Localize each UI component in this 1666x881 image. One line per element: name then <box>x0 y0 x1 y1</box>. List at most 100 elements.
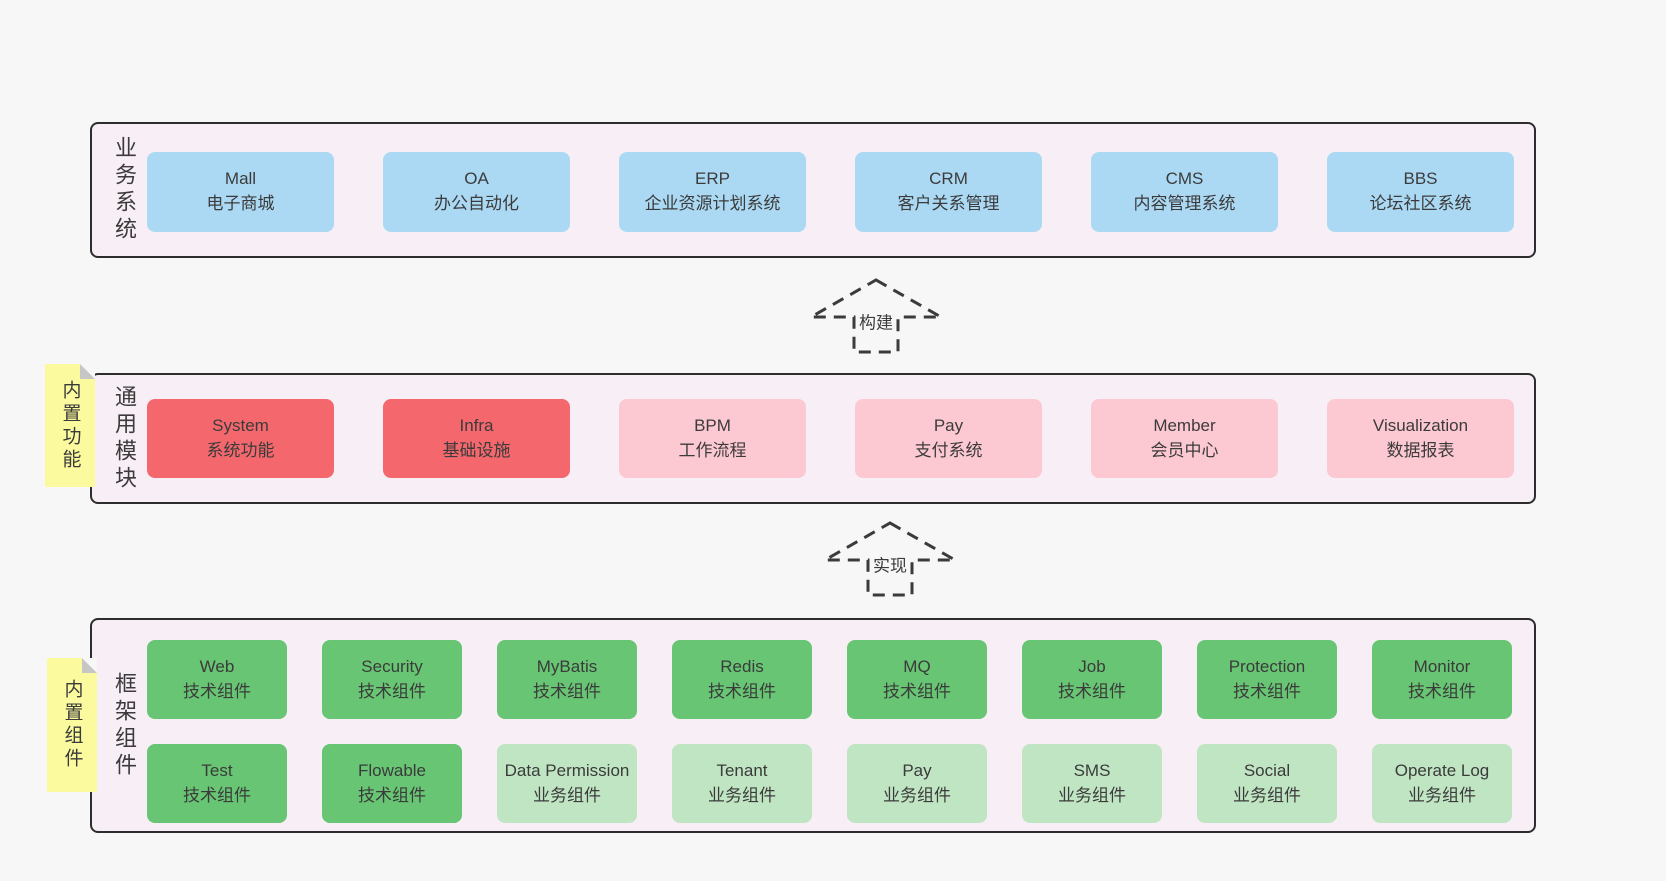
box-subtitle: 技术组件 <box>1408 681 1476 701</box>
box-title: Job <box>1078 656 1106 676</box>
box-title: Test <box>201 760 233 780</box>
box-subtitle: 业务组件 <box>533 785 601 805</box>
comp-social: Social 业务组件 <box>1197 744 1337 823</box>
box-title: CMS <box>1165 169 1204 189</box>
comp-operate-log: Operate Log 业务组件 <box>1372 744 1512 823</box>
box-member: Member 会员中心 <box>1091 399 1278 478</box>
box-title: MQ <box>903 656 931 676</box>
comp-job: Job 技术组件 <box>1022 640 1162 719</box>
comp-redis: Redis 技术组件 <box>672 640 812 719</box>
box-subtitle: 论坛社区系统 <box>1369 194 1472 213</box>
box-subtitle: 系统功能 <box>206 440 275 460</box>
box-title: CRM <box>929 169 968 189</box>
box-title: Operate Log <box>1394 760 1490 780</box>
comp-test: Test 技术组件 <box>147 744 287 823</box>
components-box-row-1: Web 技术组件 Security 技术组件 MyBatis 技术组件 Redi… <box>147 640 1512 719</box>
box-cms: CMS 内容管理系统 <box>1091 152 1278 232</box>
sticky-note-label: 内置功能 <box>59 379 81 472</box>
box-title: Pay <box>902 760 932 780</box>
box-title: Visualization <box>1372 415 1469 435</box>
section-modules-label: 通用模块 <box>112 384 137 493</box>
box-subtitle: 业务组件 <box>883 785 951 805</box>
comp-web: Web 技术组件 <box>147 640 287 719</box>
box-subtitle: 业务组件 <box>1233 785 1301 805</box>
box-title: Infra <box>459 415 494 435</box>
box-subtitle: 技术组件 <box>358 681 426 701</box>
comp-pay: Pay 业务组件 <box>847 744 987 823</box>
box-title: Security <box>361 656 423 676</box>
box-subtitle: 企业资源计划系统 <box>644 194 781 213</box>
box-erp: ERP 企业资源计划系统 <box>619 152 806 232</box>
box-title: Mall <box>224 169 257 189</box>
comp-flowable: Flowable 技术组件 <box>322 744 462 823</box>
comp-security: Security 技术组件 <box>322 640 462 719</box>
box-mall: Mall 电子商城 <box>147 152 334 232</box>
box-subtitle: 技术组件 <box>358 785 426 805</box>
comp-protection: Protection 技术组件 <box>1197 640 1337 719</box>
box-title: BPM <box>694 415 731 435</box>
box-title: Social <box>1243 760 1291 780</box>
box-title: Tenant <box>716 760 768 780</box>
comp-mybatis: MyBatis 技术组件 <box>497 640 637 719</box>
box-subtitle: 技术组件 <box>1233 681 1301 701</box>
box-pay-module: Pay 支付系统 <box>855 399 1042 478</box>
sticky-note-builtin-components: 内置组件 <box>47 658 97 792</box>
arrow-implement-label: 实现 <box>870 550 910 578</box>
sticky-note-label: 内置组件 <box>61 679 83 771</box>
box-subtitle: 技术组件 <box>183 681 251 701</box>
modules-box-row: System 系统功能 Infra 基础设施 BPM 工作流程 Pay 支付系统… <box>147 399 1514 478</box>
box-title: SMS <box>1073 760 1111 780</box>
comp-data-permission: Data Permission 业务组件 <box>497 744 637 823</box>
box-bbs: BBS 论坛社区系统 <box>1327 152 1514 232</box>
section-components-label: 框架组件 <box>112 671 137 780</box>
box-title: BBS <box>1403 169 1438 189</box>
arrow-up-icon <box>821 521 959 597</box>
box-bpm: BPM 工作流程 <box>619 399 806 478</box>
box-title: System <box>212 415 269 435</box>
box-subtitle: 支付系统 <box>914 440 983 460</box>
comp-sms: SMS 业务组件 <box>1022 744 1162 823</box>
box-title: Web <box>199 656 235 676</box>
box-subtitle: 技术组件 <box>708 681 776 701</box>
box-subtitle: 业务组件 <box>1058 785 1126 805</box>
arrow-build-label: 构建 <box>856 307 896 335</box>
business-box-row: Mall 电子商城 OA 办公自动化 ERP 企业资源计划系统 CRM 客户关系… <box>147 152 1514 232</box>
box-oa: OA 办公自动化 <box>383 152 570 232</box>
box-subtitle: 技术组件 <box>183 785 251 805</box>
sticky-note-builtin-features: 内置功能 <box>45 364 95 487</box>
folded-corner-icon <box>82 658 97 673</box>
box-subtitle: 业务组件 <box>708 785 776 805</box>
box-subtitle: 工作流程 <box>678 440 747 460</box>
section-common-modules: 内置功能 通用模块 System 系统功能 Infra 基础设施 BPM 工作流… <box>45 364 1536 504</box>
comp-monitor: Monitor 技术组件 <box>1372 640 1512 719</box>
box-visualization: Visualization 数据报表 <box>1327 399 1514 478</box>
components-box-row-2: Test 技术组件 Flowable 技术组件 Data Permission … <box>147 744 1512 823</box>
box-subtitle: 客户关系管理 <box>897 194 1000 213</box>
section-business-label: 业务系统 <box>112 136 137 244</box>
box-crm: CRM 客户关系管理 <box>855 152 1042 232</box>
section-framework-components: 内置组件 框架组件 Web 技术组件 Security 技术组件 MyBatis… <box>47 618 1536 833</box>
box-subtitle: 电子商城 <box>206 194 275 213</box>
folded-corner-icon <box>80 364 95 379</box>
arrow-implement: 实现 <box>821 520 959 598</box>
box-title: Flowable <box>357 760 427 780</box>
comp-tenant: Tenant 业务组件 <box>672 744 812 823</box>
box-subtitle: 内容管理系统 <box>1133 194 1236 213</box>
box-subtitle: 基础设施 <box>442 440 511 460</box>
box-title: Protection <box>1228 656 1306 676</box>
section-business-systems: 业务系统 Mall 电子商城 OA 办公自动化 ERP 企业资源计划系统 CRM… <box>90 122 1536 258</box>
box-subtitle: 技术组件 <box>883 681 951 701</box>
arrow-build: 构建 <box>807 277 945 355</box>
box-subtitle: 会员中心 <box>1150 440 1219 460</box>
arrow-up-icon <box>807 278 945 354</box>
box-title: Monitor <box>1413 656 1471 676</box>
box-system: System 系统功能 <box>147 399 334 478</box>
box-subtitle: 技术组件 <box>1058 681 1126 701</box>
box-subtitle: 业务组件 <box>1408 785 1476 805</box>
comp-mq: MQ 技术组件 <box>847 640 987 719</box>
box-title: Member <box>1153 415 1216 435</box>
box-title: ERP <box>695 169 730 189</box>
box-subtitle: 数据报表 <box>1386 440 1455 460</box>
box-title: Pay <box>933 415 964 435</box>
